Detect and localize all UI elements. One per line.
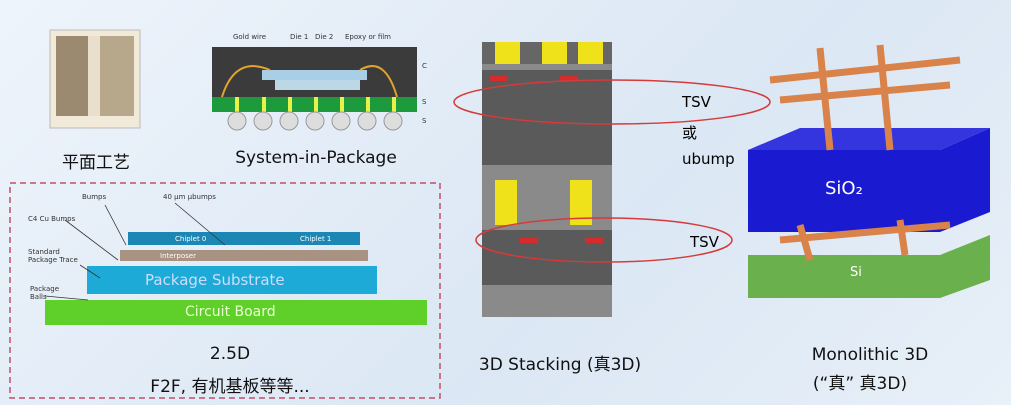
sip-label-s2: S bbox=[422, 117, 427, 125]
2.5d-title: 2.5D bbox=[209, 344, 251, 364]
planar-chip-photo bbox=[49, 29, 141, 129]
label-substrate: Package Substrate bbox=[145, 271, 285, 289]
monolithic-graphic bbox=[748, 44, 990, 298]
sip-label-c: C bbox=[422, 62, 427, 70]
label-chiplet1: Chiplet 1 bbox=[300, 235, 332, 243]
label-c4: C4 Cu Bumps bbox=[28, 215, 76, 223]
2.5d-subtitle: F2F, 有机基板等等... bbox=[150, 377, 310, 397]
3d-stacking-caption: 3D Stacking (真3D) bbox=[478, 355, 642, 375]
sip-label-s: S bbox=[422, 98, 427, 106]
si-label: Si bbox=[850, 265, 862, 280]
sip-label-die1: Die 1 bbox=[290, 33, 309, 41]
label-trace: Standard Package Trace bbox=[28, 248, 78, 264]
label-bumps: Bumps bbox=[82, 193, 107, 201]
label-ubumps: 40 µm µbumps bbox=[163, 193, 216, 201]
or-label: 或 bbox=[682, 124, 698, 142]
planar-caption: 平面工艺 bbox=[62, 153, 130, 173]
sip-graphic bbox=[212, 47, 417, 131]
sip-label-epoxy: Epoxy or film bbox=[345, 33, 392, 41]
label-interposer: Interposer bbox=[160, 252, 196, 260]
sip-label-die2: Die 2 bbox=[315, 33, 334, 41]
sip-label-gold-wire: Gold wire bbox=[233, 33, 267, 41]
sip-caption: System-in-Package bbox=[235, 148, 397, 168]
label-board: Circuit Board bbox=[185, 304, 276, 320]
monolithic-caption-2: (“真” 真3D) bbox=[812, 374, 908, 394]
2.5d-frame bbox=[9, 182, 441, 399]
label-balls: Package Balls bbox=[30, 285, 60, 301]
ubump-label: ubump bbox=[682, 150, 735, 168]
label-chiplet0: Chiplet 0 bbox=[175, 235, 207, 243]
monolithic-caption: Monolithic 3D bbox=[811, 345, 929, 365]
tsv-label-1: TSV bbox=[682, 93, 711, 111]
tsv-label-2: TSV bbox=[690, 233, 719, 251]
sio2-label: SiO₂ bbox=[825, 178, 863, 199]
3d-stack-graphic bbox=[453, 42, 771, 317]
